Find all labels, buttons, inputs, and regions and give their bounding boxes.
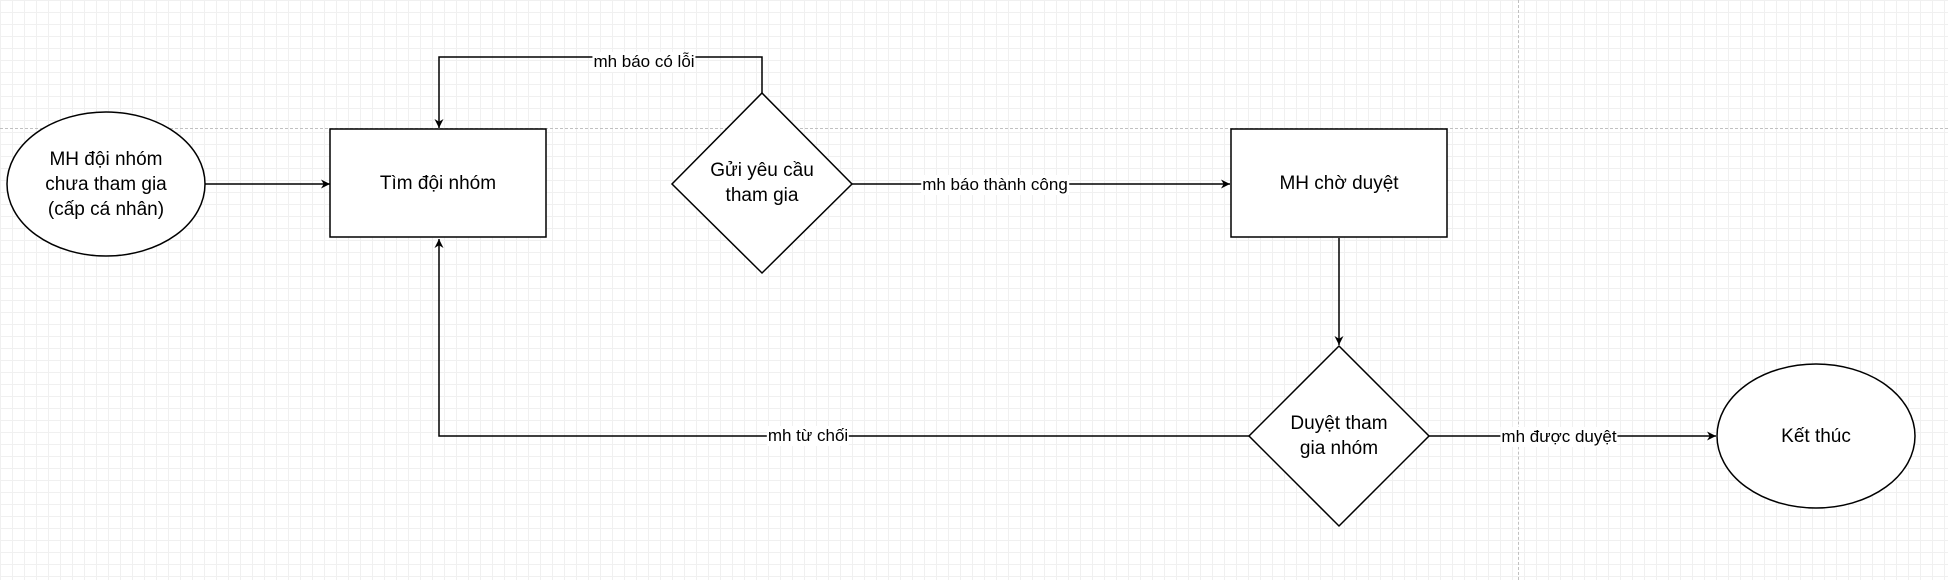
edge-success-label: mh báo thành công (921, 175, 1069, 195)
edge-rejected[interactable] (434, 239, 1249, 437)
edge-rejected-label: mh từ chối (766, 426, 850, 446)
node-start-ellipse[interactable] (6, 111, 206, 257)
node-approve-diamond[interactable] (1247, 344, 1431, 528)
page-break-vertical (1518, 0, 1519, 580)
node-send-request-diamond[interactable] (670, 91, 854, 275)
node-end-ellipse[interactable] (1716, 363, 1916, 509)
page-break-horizontal (0, 128, 1948, 129)
node-find-team-rect[interactable] (329, 128, 547, 238)
edge-approved-label: mh được duyệt (1500, 427, 1618, 447)
edge-error-label: mh báo có lỗi (592, 52, 696, 72)
node-waiting-rect[interactable] (1230, 128, 1448, 238)
